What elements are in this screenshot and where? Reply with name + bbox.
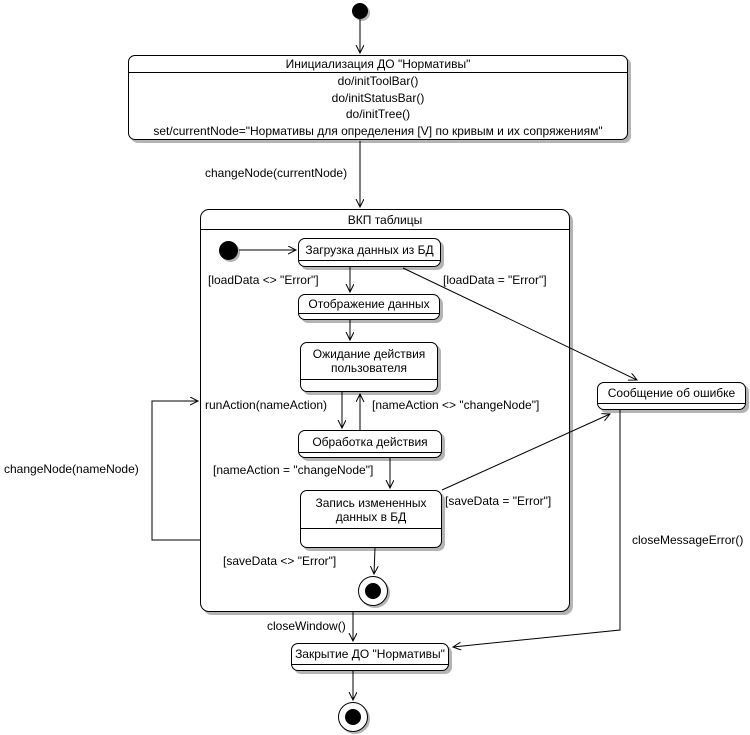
inner-initial-state-icon — [219, 241, 238, 260]
state-action-init-tree: do/initTree() — [345, 107, 411, 122]
edge-composite-self-loop — [151, 401, 200, 541]
transition-label-runaction: runAction(nameAction) — [205, 398, 328, 412]
state-label: Закрытие ДО "Нормативы" — [292, 644, 448, 665]
transition-label-changenode-currentnode: changeNode(currentNode) — [205, 166, 348, 180]
state-initialization-title: Инициализация ДО "Нормативы" — [129, 56, 627, 73]
final-state-dot — [345, 709, 361, 725]
state-compartment — [299, 314, 439, 319]
transition-label-loaddata-error: [loadData = "Error"] — [443, 273, 547, 287]
transition-label-nameaction-neq: [nameAction <> "changeNode"] — [372, 398, 540, 412]
state-compartment — [299, 453, 441, 457]
state-label: Отображение данных — [299, 295, 439, 314]
state-compartment — [301, 529, 441, 547]
state-label: Загрузка данных из БД — [299, 239, 440, 261]
composite-state-title: ВКП таблицы — [201, 210, 569, 230]
transition-label-nameaction-eq: [nameAction = "changeNode"] — [213, 463, 374, 477]
state-label: Сообщение об ошибке — [598, 383, 745, 404]
inner-final-state-icon — [358, 576, 388, 606]
state-close-do: Закрытие ДО "Нормативы" — [291, 643, 449, 671]
transition-label-changenode-namenode: changeNode(nameNode) — [4, 462, 139, 476]
transition-label-closewindow: closeWindow() — [267, 619, 346, 633]
state-action-set-currentnode: set/currentNode="Нормативы для определен… — [153, 123, 603, 138]
final-state-dot — [365, 583, 381, 599]
state-error-message: Сообщение об ошибке — [597, 382, 746, 410]
state-label: Обработка действия — [299, 431, 441, 453]
transition-label-savedata-ok: [saveData <> "Error"] — [223, 554, 337, 568]
state-process-action: Обработка действия — [298, 430, 442, 458]
state-compartment — [598, 404, 745, 409]
transition-label-closemessageerror: closeMessageError() — [632, 533, 744, 547]
state-load-data: Загрузка данных из БД — [298, 238, 441, 267]
initial-state-icon — [352, 3, 368, 19]
state-wait-user-action: Ожидание действия пользователя — [300, 342, 438, 392]
state-compartment — [301, 380, 437, 391]
state-display-data: Отображение данных — [298, 294, 440, 320]
state-label: Запись измененных данных в БД — [301, 491, 441, 529]
transition-label-loaddata-ok: [loadData <> "Error"] — [208, 273, 319, 287]
state-compartment — [299, 261, 440, 266]
state-initialization: Инициализация ДО "Нормативы" do/initTool… — [128, 55, 628, 140]
state-label: Ожидание действия пользователя — [301, 343, 437, 380]
state-action-init-toolbar: do/initToolBar() — [337, 73, 419, 88]
transition-label-savedata-error: [saveData = "Error"] — [445, 494, 552, 508]
state-action-init-statusbar: do/initStatusBar() — [331, 90, 425, 105]
state-compartment — [292, 665, 448, 670]
state-write-data: Запись измененных данных в БД — [300, 490, 442, 548]
final-state-icon — [338, 702, 368, 732]
